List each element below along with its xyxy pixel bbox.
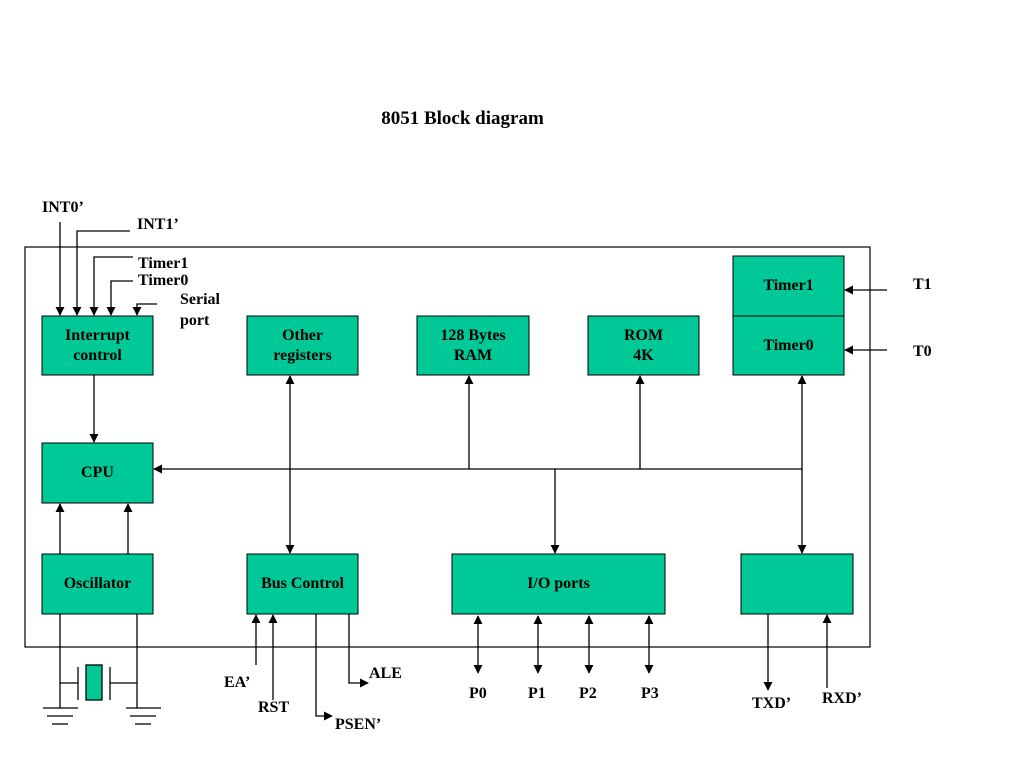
chip-boundary: [24, 246, 871, 648]
serial-port-block: [740, 553, 854, 615]
bus-control-block: [246, 553, 359, 615]
serial-int-line: [132, 303, 157, 316]
t1-label: T1: [913, 276, 932, 293]
diagram-title: 8051 Block diagram: [381, 108, 544, 129]
oscillator-block: [41, 553, 154, 615]
cpu-block: [41, 442, 154, 504]
psen-label: PSEN’: [335, 716, 382, 733]
rom-label: ROM 4K: [623, 326, 664, 364]
ale-label: ALE: [369, 665, 402, 682]
port-label: P0: [469, 685, 487, 702]
timer1-int-line: [89, 256, 133, 316]
rxd-label: RXD’: [822, 690, 862, 707]
port-label: P2: [579, 685, 597, 702]
timer0-input-label: Timer0: [138, 272, 189, 289]
t0-label: T0: [913, 343, 932, 360]
int1-label: INT1’: [137, 216, 179, 233]
serial-port-input-label: Serial port: [180, 291, 220, 329]
oscillator-label: Oscillator: [63, 575, 132, 592]
other-registers-block: [246, 315, 359, 376]
int1-line: [72, 230, 130, 316]
crystal-icon: [59, 614, 138, 708]
timer0-block: [732, 315, 845, 376]
ram-block: [416, 315, 530, 376]
timer1-input-label: Timer1: [138, 255, 189, 272]
ground-left-icon: [43, 707, 78, 725]
txd-label: TXD’: [752, 695, 792, 712]
int0-label: INT0’: [42, 199, 84, 216]
io-ports-block: [451, 553, 666, 615]
ram-label: 128 Bytes RAM: [440, 326, 506, 364]
serial-port-label: [741, 554, 853, 614]
other-registers-label: Other registers: [273, 326, 332, 364]
io-ports-label: I/O ports: [527, 575, 590, 592]
bus-control-label: Bus Control: [261, 575, 344, 592]
interrupt-control-block: [41, 315, 154, 376]
ale-line: [348, 614, 369, 688]
port-label: P1: [528, 685, 546, 702]
ground-right-icon: [126, 707, 161, 725]
timer1-label: Timer1: [763, 277, 814, 294]
psen-line: [315, 614, 333, 721]
timer0-int-line: [106, 280, 133, 316]
interrupt-control-label: Interrupt control: [65, 326, 130, 364]
port-label: P3: [641, 685, 659, 702]
cpu-label: CPU: [81, 464, 114, 481]
timer0-label: Timer0: [763, 336, 814, 354]
ea-label: EA’: [224, 674, 251, 691]
rom-block: [587, 315, 700, 376]
rst-label: RST: [258, 699, 290, 716]
